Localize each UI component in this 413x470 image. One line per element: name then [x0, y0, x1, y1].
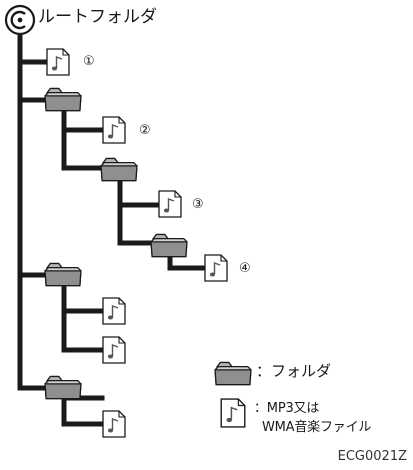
- file-marker-4: ④: [239, 261, 251, 276]
- figure-code: ECG0021Z: [337, 449, 407, 464]
- music-file-icon: [158, 190, 182, 218]
- legend-file-label-line1: ：MP3又は: [254, 401, 320, 416]
- legend-folder-icon: [214, 361, 252, 386]
- music-file-icon: [102, 116, 126, 144]
- root-folder-label: ルートフォルダ: [38, 7, 157, 27]
- folder-icon: [44, 262, 82, 287]
- music-file-icon: [46, 48, 70, 76]
- music-file-icon: [204, 254, 228, 282]
- folder-icon: [44, 375, 82, 400]
- folder-icon: [44, 87, 82, 112]
- file-marker-2: ②: [139, 123, 151, 138]
- file-marker-3: ③: [192, 197, 204, 212]
- legend-music-file-icon: [220, 398, 246, 428]
- legend-file-label-line2: WMA音楽ファイル: [262, 420, 372, 435]
- legend-folder-label: ：フォルダ: [256, 362, 332, 380]
- music-file-icon: [102, 336, 126, 364]
- folder-icon: [150, 233, 188, 258]
- music-file-icon: [102, 410, 126, 438]
- file-marker-1: ①: [83, 54, 95, 69]
- tree-lines: [17, 33, 207, 427]
- cd-disc-icon: [4, 4, 36, 36]
- folder-icon: [100, 157, 138, 182]
- music-file-icon: [102, 297, 126, 325]
